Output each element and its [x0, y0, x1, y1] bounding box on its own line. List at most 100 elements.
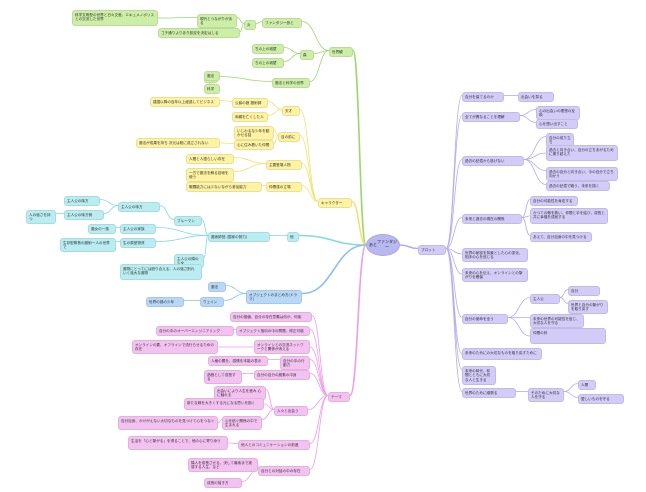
mindmap-node-ot[interactable]: オブジェクトのまとめ方(ドラマ)	[246, 290, 302, 305]
mindmap-node-p10[interactable]: 世界のために頑張る	[462, 388, 516, 398]
mindmap-node-ta8[interactable]: 他人とのコミュニケーションの前進	[238, 440, 310, 450]
connector-ta5	[309, 373, 329, 396]
mindmap-node-p6[interactable]: 未来の心を伝え、オンラインとの繋がりを確保	[462, 268, 528, 283]
mindmap-node-p10a[interactable]: そのために大切な人を守る	[528, 388, 564, 403]
mindmap-node-p1[interactable]: 自分を保てるのか	[462, 92, 504, 102]
mindmap-node-ta5[interactable]: 自分の自分の魔素の中身	[254, 370, 310, 380]
mindmap-node-ta9b[interactable]: 成長の描き方	[204, 478, 242, 488]
mindmap-node-p7e[interactable]: 仲間の絆	[530, 328, 606, 344]
mindmap-node-ot2a[interactable]: 世界の謎の少年	[146, 297, 184, 307]
mindmap-node-mc2[interactable]: ちの上の城壁	[252, 58, 284, 68]
mindmap-node-p7c[interactable]: 世界と自分の繋がりを取り戻す	[568, 300, 608, 315]
mindmap-node-p3a[interactable]: 自分の成り立ち	[546, 133, 574, 148]
mindmap-node-ch[interactable]: キャラクター	[318, 198, 352, 208]
mindmap-node-sub1b[interactable]: 主人公の味方	[64, 196, 100, 206]
mindmap-node-mg1[interactable]: 魔法	[204, 71, 220, 81]
mindmap-node-ch3[interactable]: 主要登場人物	[266, 160, 302, 170]
mindmap-node-ch2[interactable]: 目の前に	[278, 132, 300, 142]
mindmap-node-ft3[interactable]: ゴチ通りよりあり設定を決定はしる	[158, 28, 240, 38]
mindmap-node-ta4a[interactable]: 人格の闇を、感情を本能の表示	[208, 356, 268, 366]
mindmap-node-ch3b[interactable]: 一方で魔法を解る技術を使う	[186, 168, 234, 183]
connector-ot2	[223, 293, 247, 301]
mindmap-node-en[interactable]: 森	[300, 50, 314, 60]
mindmap-node-mg5[interactable]: 建国以降の百年以上経過してビジネス	[150, 97, 220, 107]
mindmap-node-p3c[interactable]: 過去の自分と向き合い、今の自分で立ち向かう	[546, 167, 618, 182]
mindmap-node-ch4[interactable]: 仲間達の立場	[266, 182, 302, 192]
mindmap-node-sub1c[interactable]: 主人公の味方側	[64, 210, 104, 220]
mindmap-node-ch3a[interactable]: 人間と人語らしい存在	[186, 154, 234, 164]
mindmap-node-ta1[interactable]: 自分の価値、自分の存在意義は何か、何者	[230, 312, 312, 322]
mindmap-node-p7[interactable]: 自分の使命を全う	[462, 314, 508, 324]
mindmap-node-ta9[interactable]: 自分との対話の中の存在	[258, 466, 310, 476]
mindmap-node-ent[interactable]: 炎	[244, 20, 256, 30]
mindmap-node-p7a[interactable]: 自分	[568, 286, 600, 296]
mindmap-node-ch1[interactable]: 天才	[282, 106, 300, 116]
mindmap-node-p9[interactable]: 未来の時代、仲間とともに大切な人と生きる	[462, 366, 496, 385]
mindmap-node-ta6d[interactable]: 自分自身、かけがえない大切なものを見つけて心をつなぐ	[118, 416, 218, 430]
mindmap-node-ta3a[interactable]: オンラインの要、オフラインで流行らせるための存在	[132, 340, 218, 355]
mindmap-node-wb[interactable]: 世界観	[329, 47, 353, 57]
mindmap-node-mg2[interactable]: 科学	[204, 84, 220, 94]
mindmap-node-p10b[interactable]: 人間	[578, 380, 596, 390]
mindmap-node-p7d[interactable]: 未来の世界の可能性を信じ、大切な人を守る	[530, 314, 584, 329]
mindmap-node-ta5a[interactable]: 過程として成長する	[204, 370, 242, 385]
mindmap-node-sub2a[interactable]: 魔物にとってには殴り合える、人の強さ別れ いく強大な魔物	[120, 264, 202, 280]
mindmap-node-mc1[interactable]: ちの上の城壁	[252, 44, 284, 54]
mindmap-node-ch1a[interactable]: 公爵の娘 魔術師	[232, 98, 268, 108]
mindmap-node-sub1a[interactable]: ブルーマン	[174, 216, 202, 226]
connector-p7b	[507, 297, 531, 318]
mindmap-node-p2[interactable]: 全てが異なることを理解	[462, 112, 520, 122]
mindmap-node-ta3[interactable]: オンラインとの交流ネットワークと関係が消える	[254, 340, 310, 355]
mindmap-node-ta8a[interactable]: 生活を「心と繋がる」を得ることで、他の心に寄り添う	[128, 436, 228, 450]
connector-p2	[445, 115, 463, 249]
connector-ta1	[311, 315, 329, 396]
mindmap-node-ch2a[interactable]: いじわるな少年を動かせる話	[234, 126, 274, 141]
mindmap-node-ta6b[interactable]: 新たな縁を大きくする元になる思いを抱く	[184, 398, 264, 410]
mindmap-node-p3b[interactable]: 過去と向き合い、自分の立ちあがるために乗り越えた	[546, 145, 618, 161]
root-node[interactable]: あとファンタジー	[366, 234, 400, 256]
mindmap-node-ft[interactable]: ファンタジー然と	[262, 18, 302, 28]
mindmap-node-ta6c[interactable]: 心を紡ぐ関係の中で生まれる	[222, 416, 262, 431]
mindmap-node-mg4[interactable]: 魔法が成果を持ち 次元は既に成立されない	[136, 138, 220, 148]
mindmap-node-ta6a[interactable]: 出会いにより人生を進み 心に触れる	[214, 386, 266, 401]
mindmap-node-sub1e[interactable]: 魔女の一族	[88, 224, 116, 234]
mindmap-node-sub1[interactable]: 魔術師団 (国家の勢力)	[208, 232, 270, 242]
mindmap-node-p4c[interactable]: あえて、自分自身の中を見つける	[530, 232, 592, 242]
mindmap-node-ta6[interactable]: 人々と出会う	[274, 406, 308, 416]
mindmap-node-mag[interactable]: 魔法と科学の世界	[272, 78, 310, 88]
mindmap-node-ft2[interactable]: 現代とつながりがある	[197, 14, 237, 29]
mindmap-node-p3d[interactable]: 過去の記憶で戦う、未来を描く	[546, 181, 610, 191]
mindmap-node-p5[interactable]: 世界の秘密を背景とした心の変化、相手の心を信じる	[462, 248, 528, 263]
mindmap-node-sub1h[interactable]: 生の原型物資	[120, 238, 156, 248]
mindmap-node-ft2a[interactable]: 科学文明型の世界と日々交差、エキュメノポリスとの交流した世界	[72, 10, 158, 26]
mindmap-node-p4[interactable]: 未来と過去の現在の関係	[462, 214, 522, 224]
mindmap-node-sub1g[interactable]: 主人公の家族	[120, 224, 156, 234]
mindmap-node-p4a[interactable]: 自分の可能性を肯定する	[530, 196, 578, 206]
mindmap-node-ch1b[interactable]: 両親を亡くした人	[232, 112, 268, 122]
connector-sub1h	[155, 235, 209, 242]
mindmap-node-ot2[interactable]: ウェイン	[200, 297, 224, 307]
mindmap-node-ta[interactable]: テーマ	[328, 392, 350, 402]
mindmap-node-p2b[interactable]: 心を想い出すこと	[536, 119, 578, 129]
mindmap-node-sub1i[interactable]: 生存型隊長の魔術一人の世界で	[60, 238, 116, 253]
mindmap-node-p3[interactable]: 過去の記憶から逃げない	[462, 156, 524, 166]
mindmap-node-ch4a[interactable]: 戦闘能力には少ないながら参加能力	[186, 182, 262, 192]
mindmap-node-p7b[interactable]: 主人公	[530, 294, 560, 304]
connector-ft	[301, 21, 330, 51]
mindmap-node-sub1f[interactable]: 人の強さを持つ	[26, 210, 56, 225]
mindmap-node-ta2a[interactable]: 自分の中のオーバーエンジニアリング	[156, 326, 234, 336]
connector-mur	[217, 76, 273, 82]
mindmap-node-ta4[interactable]: 自分の中の行動力	[280, 356, 310, 371]
mindmap-node-ch2b[interactable]: 心に住み着いた仲間	[234, 140, 274, 150]
mindmap-node-sub1d[interactable]: 主人公の味方	[118, 202, 160, 212]
mindmap-node-ot1[interactable]: 魔法	[208, 282, 226, 292]
mindmap-node-pl[interactable]: プロット	[418, 245, 446, 255]
mindmap-node-p1a[interactable]: 出会いを探る	[518, 92, 554, 102]
mindmap-node-ta2[interactable]: オブジェクト指向の中の問題、修正可能	[236, 326, 310, 336]
mindmap-node-p10c[interactable]: 愛しいものを守る	[578, 394, 624, 404]
mindmap-node-p8[interactable]: 未来のためにの大切なものを取り戻すために	[462, 348, 542, 360]
mindmap-node-ta9a[interactable]: 隣人を成長させる、決して最後まで実感する人生、など	[188, 458, 258, 473]
mindmap-node-sub[interactable]: 他	[287, 232, 299, 242]
mindmap-node-p4b[interactable]: かつての敵を救い、仲間と手を結び、成長と共に幸福を成就する	[530, 208, 608, 224]
connector-p7e	[507, 317, 531, 337]
